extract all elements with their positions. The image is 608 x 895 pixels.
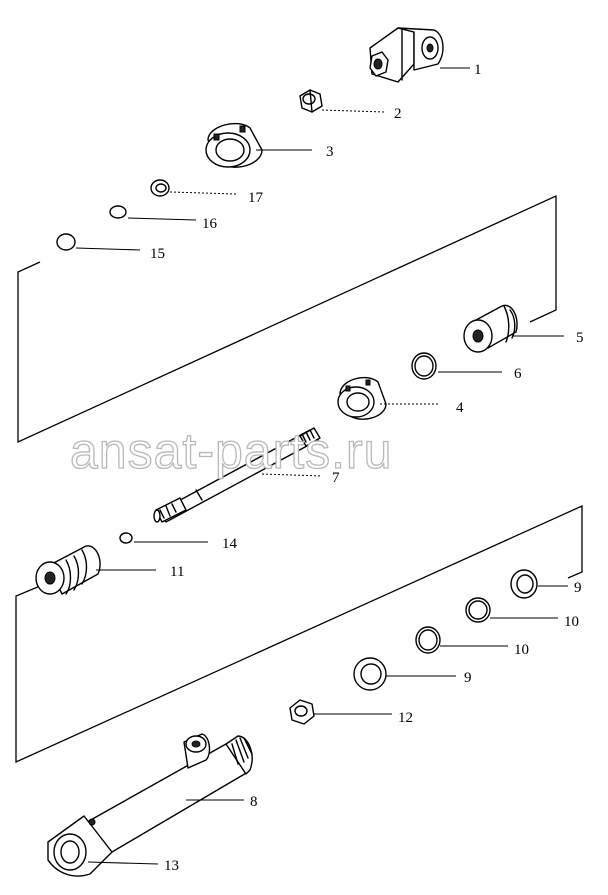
callout-15: 15 — [150, 246, 165, 262]
part-3-round-nut — [205, 122, 263, 168]
part-17-washer — [150, 179, 170, 197]
part-2-hex-nut — [299, 89, 323, 113]
leader-13 — [87, 861, 159, 865]
callout-6: 6 — [514, 366, 522, 382]
part-9-seal-upper — [510, 569, 538, 599]
part-16-o-ring — [109, 205, 127, 219]
callout-17: 17 — [248, 190, 264, 206]
part-11-piston — [35, 545, 101, 595]
callout-10-lower: 10 — [514, 642, 529, 658]
leader-15 — [75, 247, 141, 251]
callout-3: 3 — [326, 144, 334, 160]
lower-kit-frame — [15, 504, 583, 764]
callout-7: 7 — [332, 470, 340, 486]
part-4-slotted-nut — [337, 376, 387, 420]
callout-11: 11 — [170, 564, 184, 580]
callout-9-lower: 9 — [464, 670, 472, 686]
upper-kit-frame — [17, 194, 557, 444]
part-12-hex-nut — [289, 699, 315, 725]
callout-9-upper: 9 — [574, 580, 582, 596]
leader-16 — [127, 217, 197, 221]
callout-13: 13 — [164, 858, 179, 874]
callout-14: 14 — [222, 536, 238, 552]
part-7-piston-rod — [153, 427, 321, 523]
watermark-text: ansat-parts.ru — [70, 423, 392, 479]
callout-12: 12 — [398, 710, 413, 726]
callout-8: 8 — [250, 794, 258, 810]
part-10-ring-lower — [415, 626, 441, 654]
part-15-o-ring — [56, 233, 76, 251]
part-9-seal-lower — [353, 657, 387, 691]
part-14-o-ring — [119, 532, 133, 544]
part-8-cylinder-barrel — [47, 733, 253, 877]
callout-2: 2 — [394, 106, 402, 122]
part-10-ring-upper — [465, 597, 491, 623]
callout-16: 16 — [202, 216, 218, 232]
callout-1: 1 — [474, 62, 482, 78]
part-5-gland-bushing — [463, 304, 518, 353]
part-6-o-ring — [411, 352, 437, 380]
callout-10-upper: 10 — [564, 614, 579, 630]
callout-5: 5 — [576, 330, 584, 346]
callout-4: 4 — [456, 400, 464, 416]
leader-17 — [169, 191, 237, 195]
leader-2 — [321, 109, 385, 113]
part-1-clevis — [369, 27, 444, 83]
